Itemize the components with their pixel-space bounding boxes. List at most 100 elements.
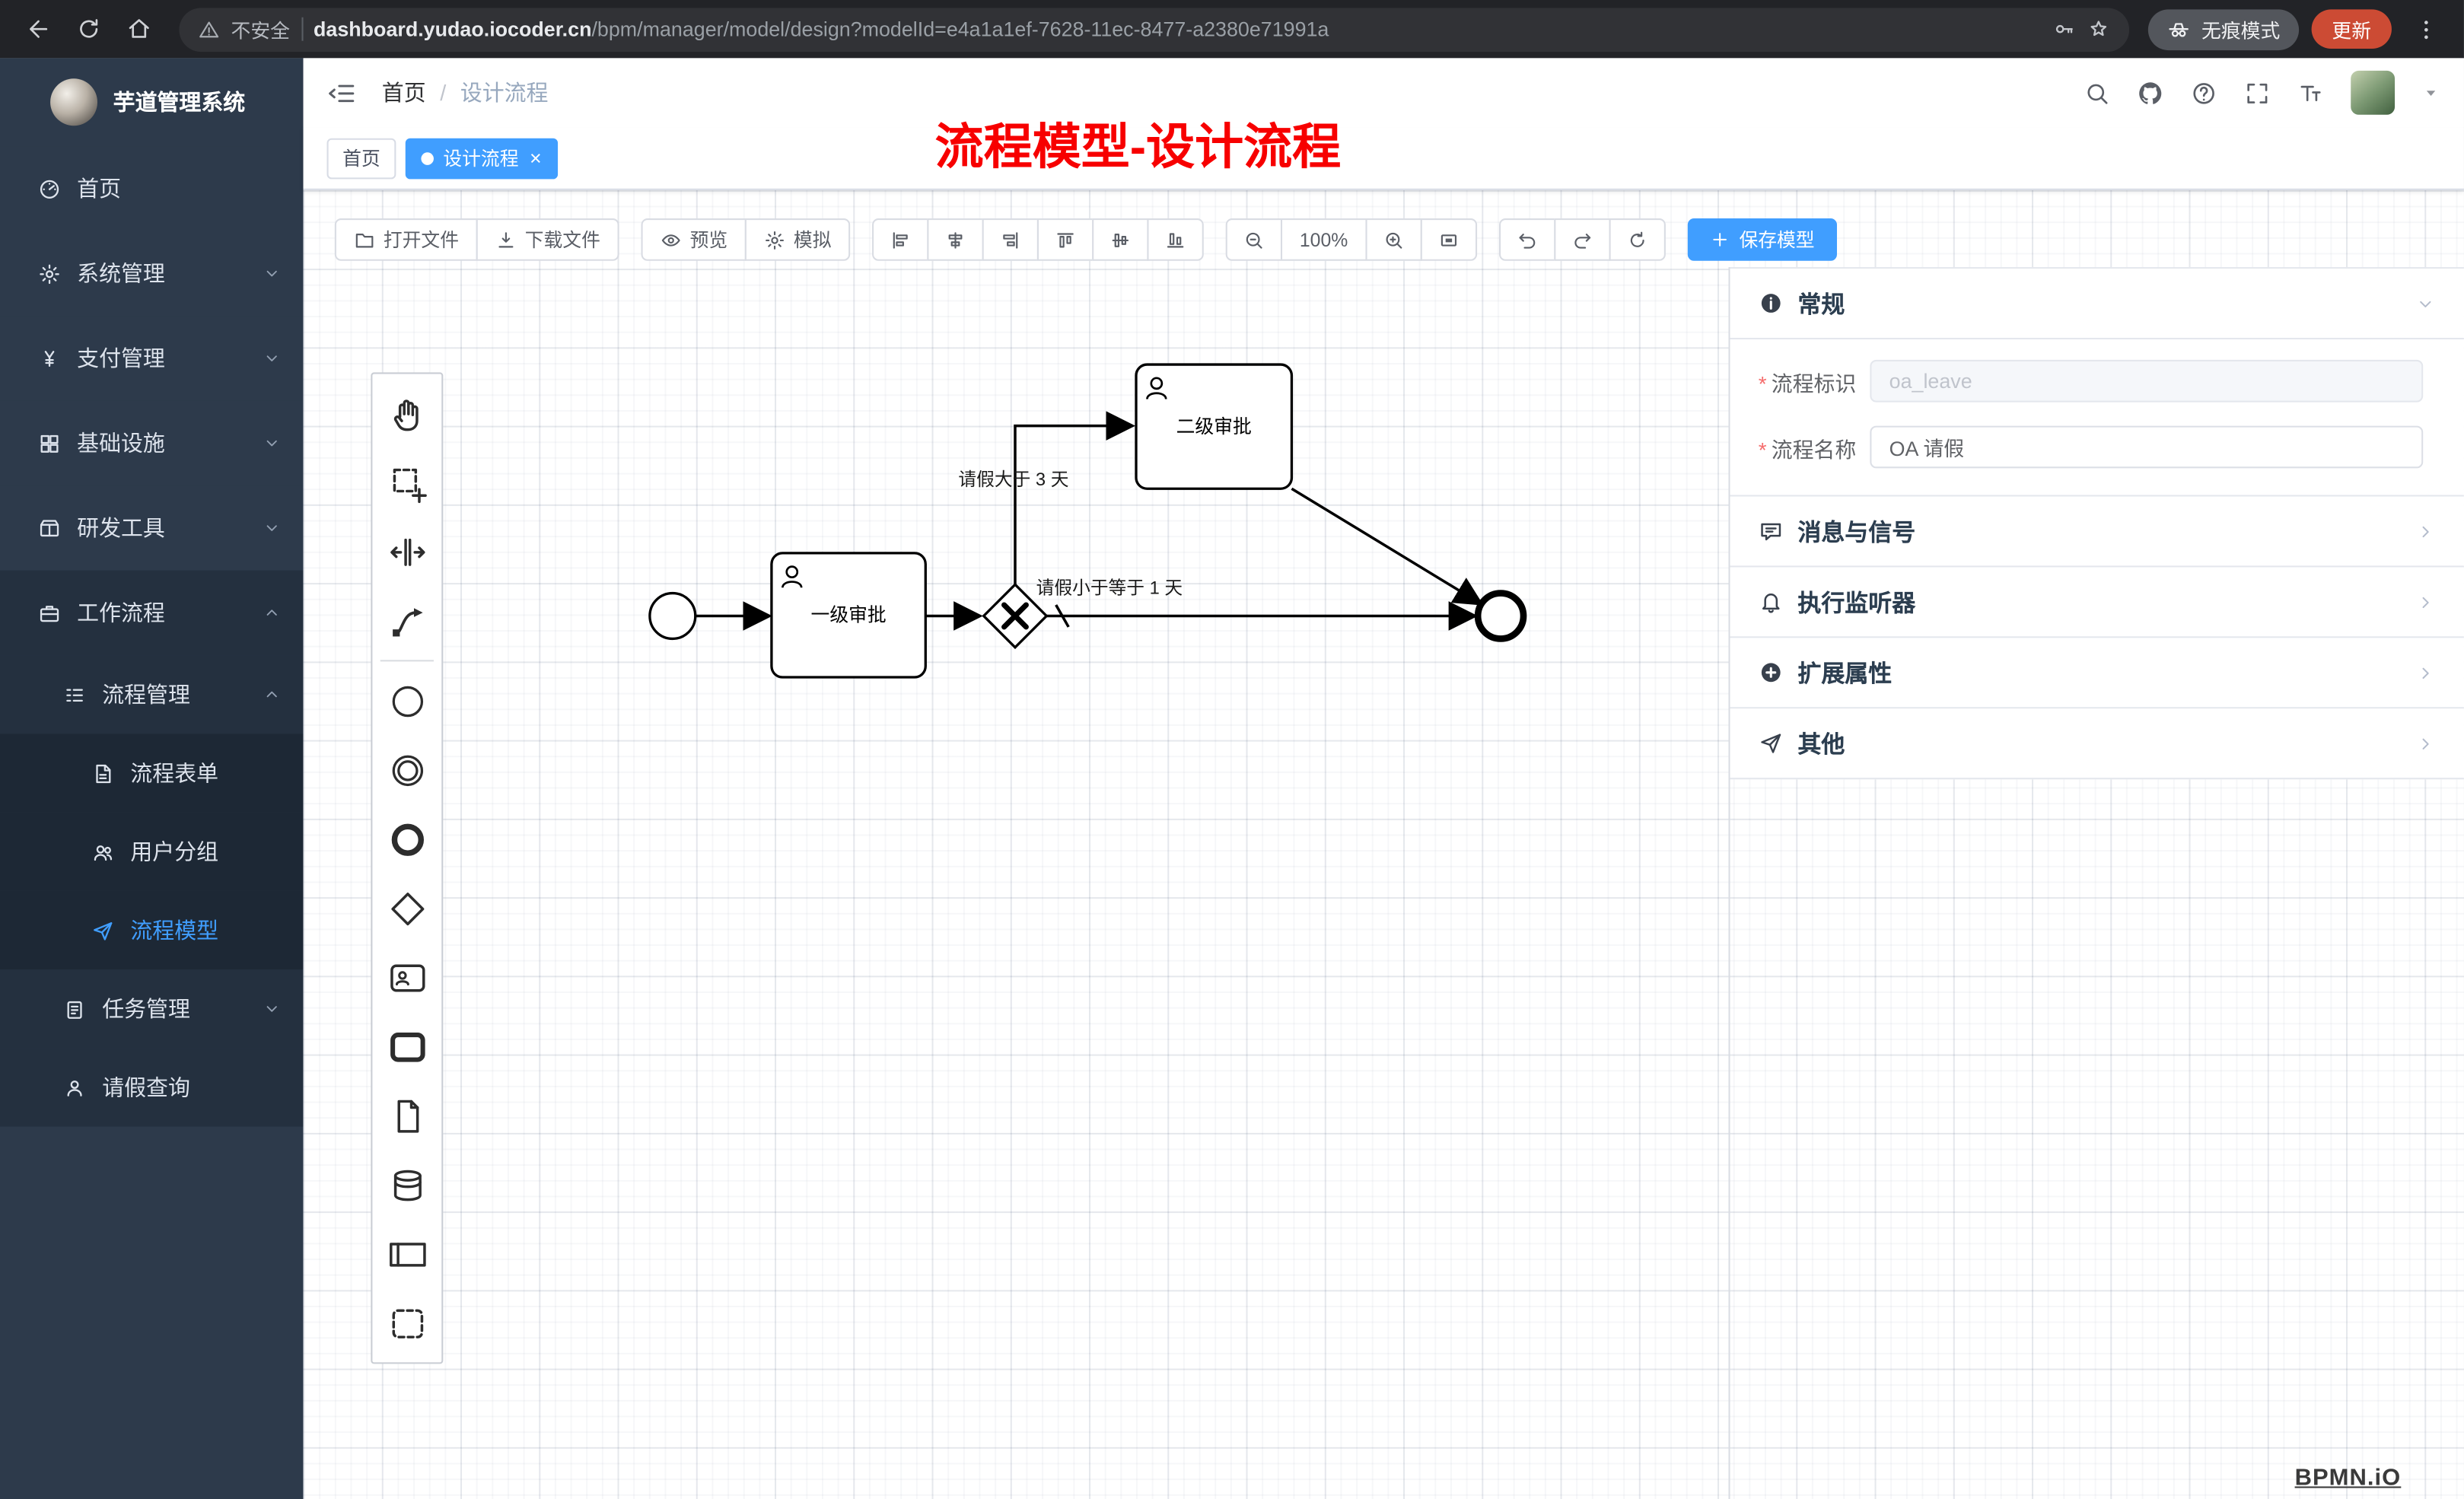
sidebar-item-workflow[interactable]: 工作流程 bbox=[0, 570, 304, 656]
tags-view: 首页设计流程× bbox=[303, 127, 2464, 190]
simulate-button[interactable]: 模拟 bbox=[744, 218, 851, 261]
chevron-down-icon bbox=[2415, 293, 2436, 313]
search-icon[interactable] bbox=[2084, 79, 2110, 106]
palette-create-user-task[interactable] bbox=[372, 943, 441, 1012]
sidebar-item-devtools[interactable]: 研发工具 bbox=[0, 485, 304, 571]
group-icon bbox=[386, 1302, 428, 1345]
user-avatar[interactable] bbox=[2351, 70, 2396, 115]
align-center-button[interactable] bbox=[927, 218, 984, 261]
palette-lasso-tool[interactable] bbox=[372, 448, 441, 517]
datastore-icon bbox=[386, 1163, 428, 1206]
panel-section-message-signal[interactable]: 消息与信号 bbox=[1730, 496, 2464, 568]
sidebar-item-process-management[interactable]: 流程管理 bbox=[0, 655, 304, 734]
palette-create-end-event[interactable] bbox=[372, 804, 441, 874]
fullscreen-icon[interactable] bbox=[2244, 79, 2271, 106]
bpmn-user-task[interactable]: 二级审批 bbox=[1135, 363, 1294, 490]
close-tab-icon[interactable]: × bbox=[529, 146, 542, 170]
align-right-button[interactable] bbox=[982, 218, 1039, 261]
redo-button[interactable] bbox=[1553, 218, 1611, 261]
bpmn-end-event[interactable] bbox=[1474, 590, 1527, 642]
palette-create-intermediate-event[interactable] bbox=[372, 735, 441, 804]
browser-home-button[interactable] bbox=[116, 7, 161, 51]
not-secure-label[interactable]: 不安全 bbox=[231, 20, 291, 43]
caret-down-icon[interactable] bbox=[2421, 83, 2440, 102]
align-left-button[interactable] bbox=[872, 218, 929, 261]
bpmn-flow-gateway-to-task2[interactable] bbox=[1014, 411, 1136, 585]
bpmn-canvas[interactable]: 请假大于 3 天请假小于等于 1 天 一级审批 二级审批 打开文件下载文件预览模拟 1… bbox=[303, 189, 2464, 1499]
app-logo-area[interactable]: 芋道管理系统 bbox=[0, 58, 304, 146]
browser-refresh-button[interactable] bbox=[66, 7, 110, 51]
chevron-down-icon bbox=[263, 348, 282, 368]
sidebar-item-process-form[interactable]: 流程表单 bbox=[0, 734, 304, 813]
password-key-icon[interactable] bbox=[2052, 18, 2076, 41]
sidebar-item-user-group[interactable]: 用户分组 bbox=[0, 812, 304, 891]
browser-menu-button[interactable] bbox=[2404, 7, 2448, 51]
general-fields: *流程标识*流程名称 bbox=[1730, 339, 2464, 497]
palette-create-call-activity[interactable] bbox=[372, 1012, 441, 1081]
sidebar-item-home[interactable]: 首页 bbox=[0, 146, 304, 231]
flow-list-icon bbox=[63, 683, 87, 706]
palette-create-group[interactable] bbox=[372, 1288, 441, 1357]
sidebar-item-leave-query[interactable]: 请假查询 bbox=[0, 1048, 304, 1127]
panel-section-other[interactable]: 其他 bbox=[1730, 708, 2464, 780]
process-name-input[interactable] bbox=[1870, 425, 2424, 469]
sidebar-item-label: 流程模型 bbox=[130, 917, 219, 943]
palette-create-start-event[interactable] bbox=[372, 667, 441, 736]
zoom-out-button[interactable] bbox=[1225, 218, 1283, 261]
gear-icon bbox=[764, 228, 786, 250]
sidebar-menu: 首页系统管理支付管理基础设施研发工具工作流程流程管理流程表单用户分组流程模型任务… bbox=[0, 146, 304, 1499]
sidebar-item-payment[interactable]: 支付管理 bbox=[0, 316, 304, 401]
zoom-out-icon bbox=[1243, 228, 1265, 250]
page-url[interactable]: dashboard.yudao.iocoder.cn/bpm/manager/m… bbox=[314, 18, 2041, 41]
bpmn-flow-task2-to-end[interactable] bbox=[1291, 487, 1484, 606]
save-model-button[interactable]: 保存模型 bbox=[1687, 218, 1837, 261]
preview-button[interactable]: 预览 bbox=[641, 218, 747, 261]
align-top-button[interactable] bbox=[1037, 218, 1094, 261]
help-icon[interactable] bbox=[2191, 79, 2217, 106]
align-middle-button[interactable] bbox=[1092, 218, 1149, 261]
sidebar-item-system[interactable]: 系统管理 bbox=[0, 231, 304, 317]
sidebar-item-task-management[interactable]: 任务管理 bbox=[0, 969, 304, 1049]
browser-update-button[interactable]: 更新 bbox=[2311, 9, 2392, 49]
palette-create-datastore[interactable] bbox=[372, 1151, 441, 1220]
panel-section-extension-attrs[interactable]: 扩展属性 bbox=[1730, 638, 2464, 709]
palette-hand-tool[interactable] bbox=[372, 379, 441, 448]
bpmn-user-task[interactable]: 一级审批 bbox=[770, 552, 927, 679]
sidebar-item-process-model[interactable]: 流程模型 bbox=[0, 890, 304, 970]
bookmark-star-icon[interactable] bbox=[2087, 18, 2110, 41]
palette-create-exclusive-gateway[interactable] bbox=[372, 874, 441, 943]
github-icon[interactable] bbox=[2137, 79, 2163, 106]
palette-create-task[interactable] bbox=[372, 1081, 441, 1151]
task-label: 二级审批 bbox=[1176, 416, 1252, 438]
zoom-reset-icon bbox=[1437, 228, 1460, 250]
zoom-reset-button[interactable] bbox=[1420, 218, 1477, 261]
browser-back-button[interactable] bbox=[16, 7, 60, 51]
panel-section-execution-listener[interactable]: 执行监听器 bbox=[1730, 567, 2464, 638]
flow-condition-label[interactable]: 请假小于等于 1 天 bbox=[1036, 578, 1183, 599]
zoom-in-button[interactable] bbox=[1365, 218, 1422, 261]
undo-button[interactable] bbox=[1498, 218, 1555, 261]
zoom-level[interactable]: 100% bbox=[1281, 218, 1367, 261]
palette-global-connect-tool[interactable] bbox=[372, 586, 441, 655]
bpmnio-logo[interactable]: BPMN.iO bbox=[2294, 1464, 2402, 1491]
sidebar-toggle-button[interactable] bbox=[327, 78, 357, 107]
panel-section-general[interactable]: 常规 bbox=[1730, 269, 2464, 340]
sidebar-item-infrastructure[interactable]: 基础设施 bbox=[0, 400, 304, 486]
address-bar[interactable]: 不安全 dashboard.yudao.iocoder.cn/bpm/manag… bbox=[179, 7, 2130, 52]
palette-space-tool[interactable] bbox=[372, 517, 441, 586]
view-tab-1[interactable]: 设计流程× bbox=[405, 137, 558, 179]
palette-create-participant[interactable] bbox=[372, 1219, 441, 1288]
bpmn-start-event[interactable] bbox=[648, 591, 697, 641]
breadcrumb-home[interactable]: 首页 bbox=[381, 80, 426, 106]
chevron-right-icon bbox=[2415, 521, 2436, 542]
font-size-icon[interactable] bbox=[2297, 79, 2324, 106]
view-tab-0[interactable]: 首页 bbox=[326, 137, 396, 179]
process-key-input[interactable] bbox=[1870, 359, 2424, 403]
open-file-button[interactable]: 打开文件 bbox=[334, 218, 478, 261]
flow-condition-label[interactable]: 请假大于 3 天 bbox=[958, 469, 1068, 490]
bpmn-exclusive-gateway[interactable] bbox=[982, 582, 1049, 650]
restart-button[interactable] bbox=[1609, 218, 1666, 261]
align-bottom-button[interactable] bbox=[1147, 218, 1204, 261]
download-file-button[interactable]: 下载文件 bbox=[476, 218, 619, 261]
